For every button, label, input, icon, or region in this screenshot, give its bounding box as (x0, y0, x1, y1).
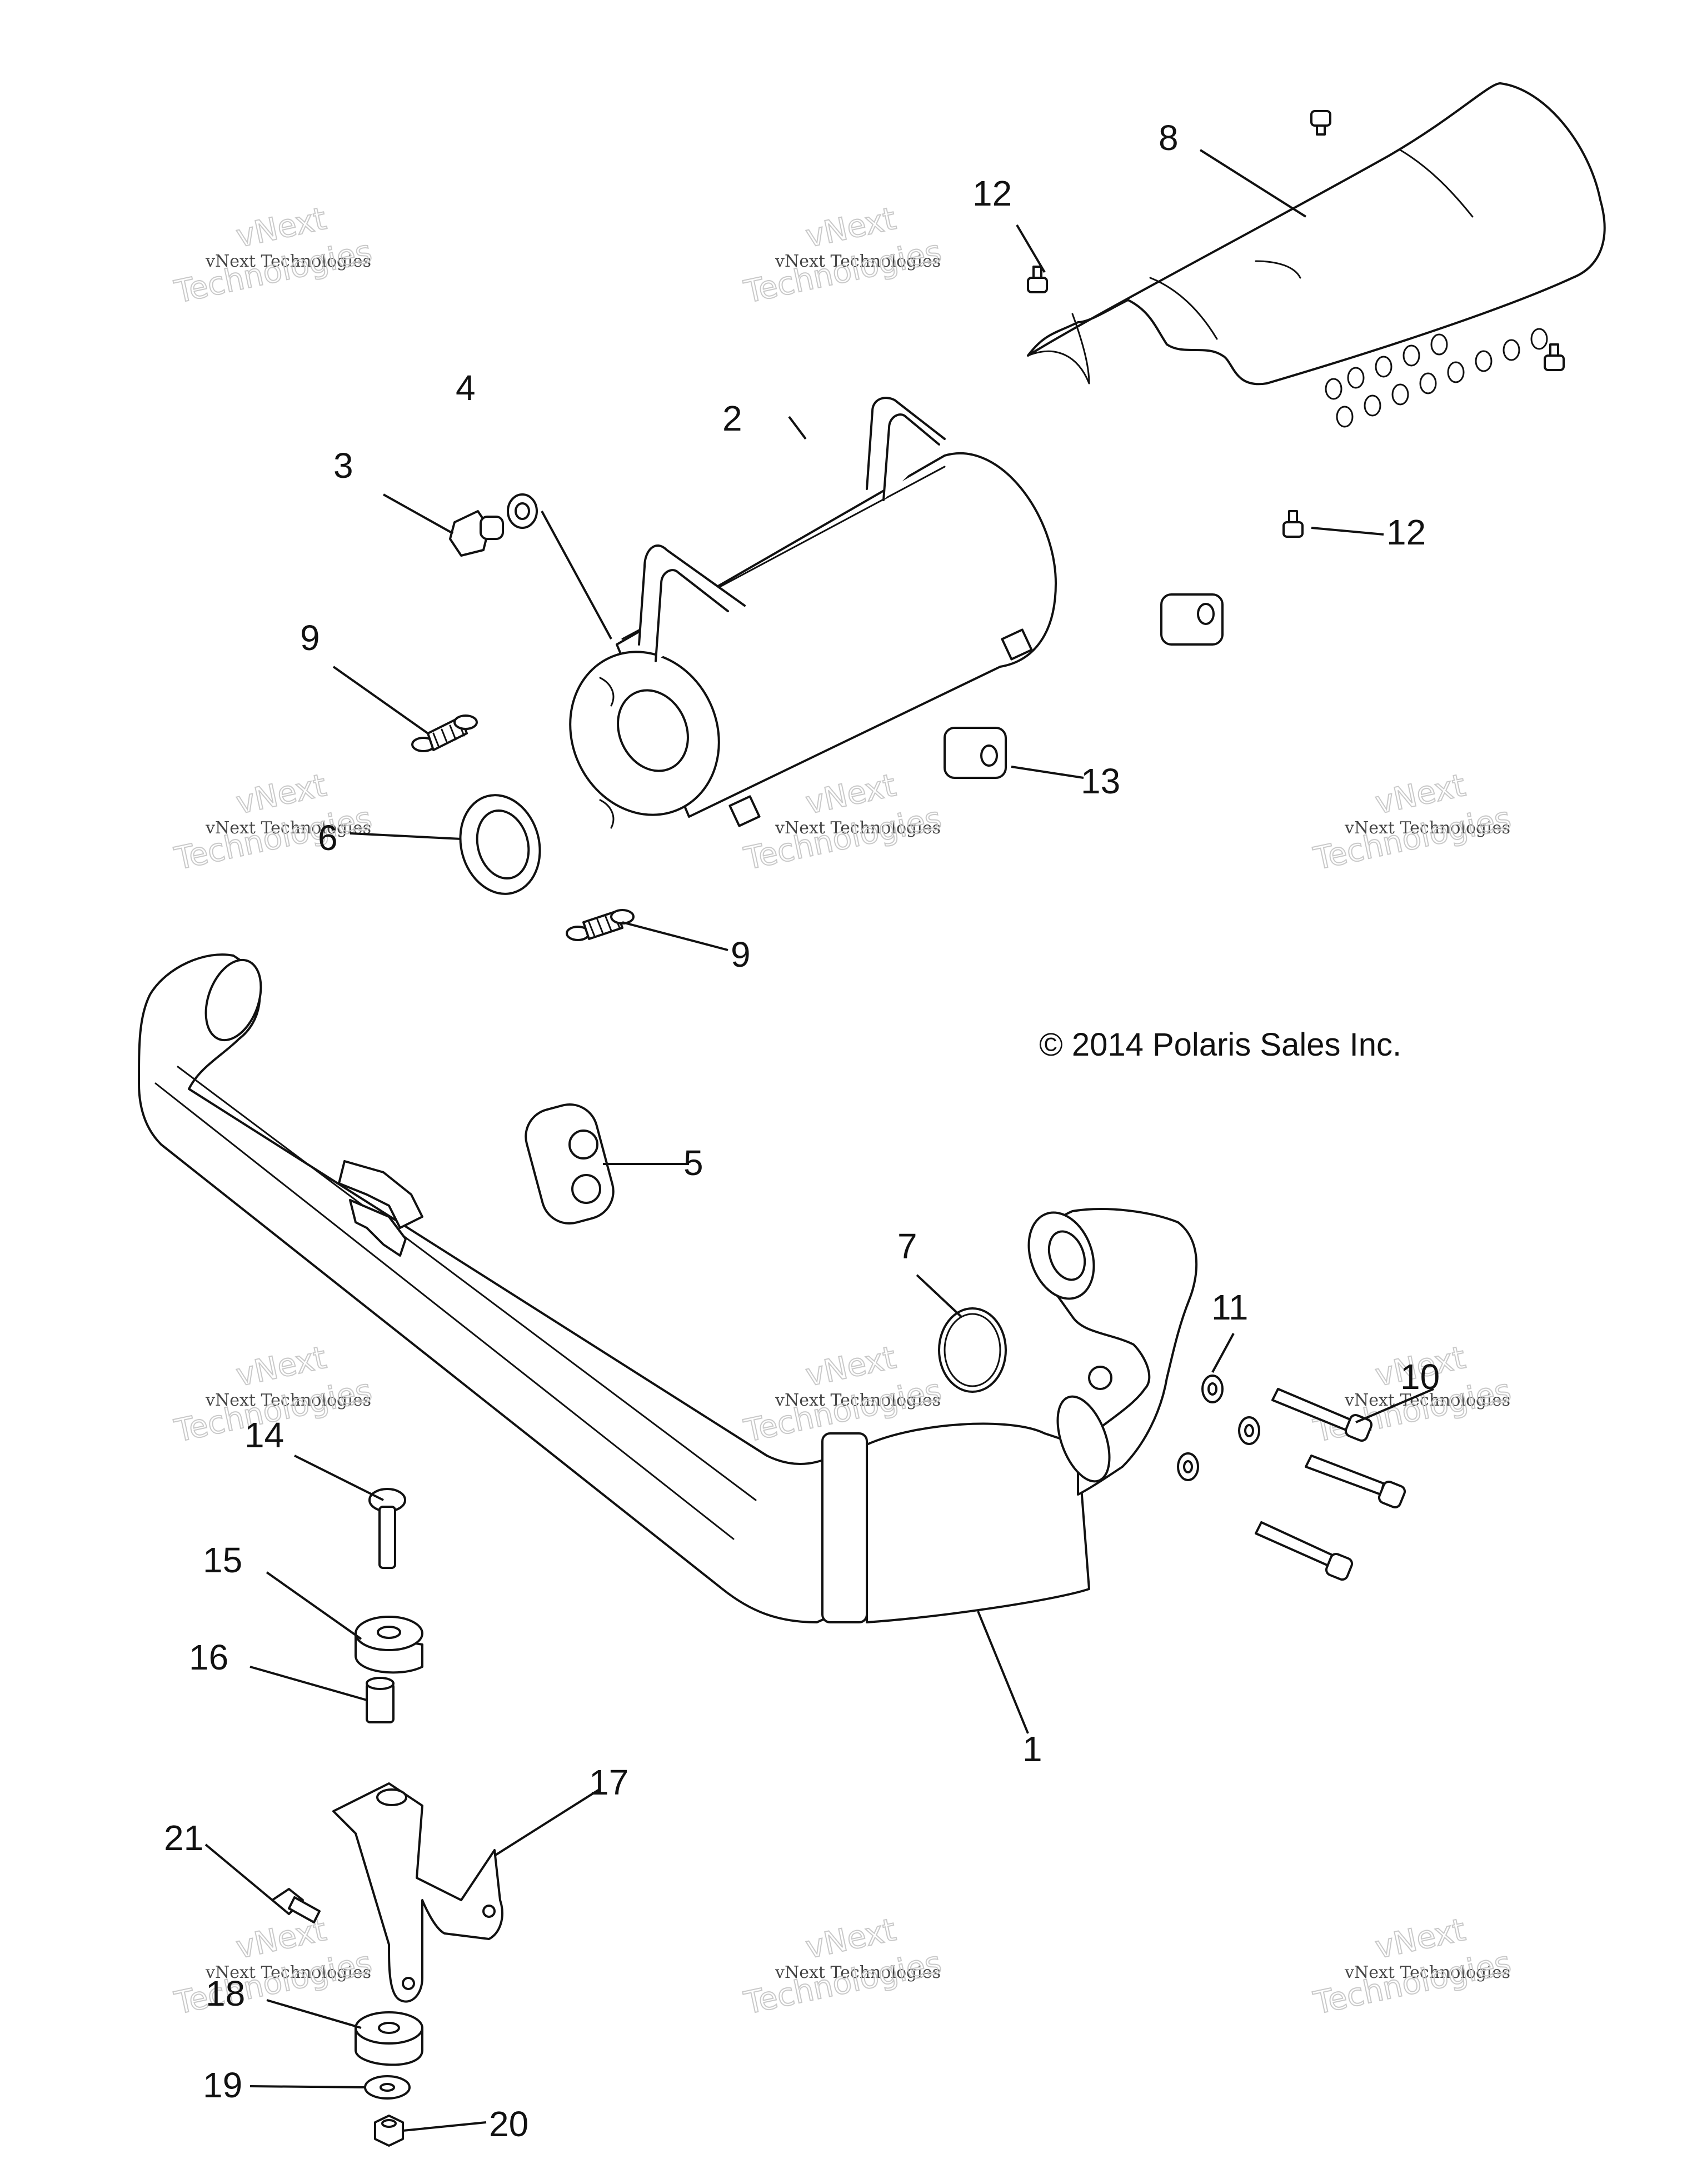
callout-17: 17 (589, 1762, 628, 1802)
watermark-line: vNext Technologies (205, 1963, 371, 1982)
callout-21: 21 (164, 1818, 203, 1858)
watermark-line: vNext Technologies (1344, 1963, 1510, 1982)
part-shield-bolts (1027, 110, 1565, 538)
part-washers-11 (1177, 1375, 1260, 1481)
callout-3: 3 (333, 446, 353, 486)
watermark-line: vNext Technologies (1344, 818, 1510, 838)
part-muffler (569, 397, 1057, 829)
callout-1: 1 (1022, 1729, 1042, 1769)
callout-11: 11 (1211, 1287, 1248, 1327)
watermark-line: vNext Technologies (205, 252, 371, 271)
part-nut-20 (374, 2115, 404, 2147)
watermark-line: vNext Technologies (205, 1391, 371, 1410)
watermark-line: vNext Technologies (775, 1963, 941, 1982)
callout-16: 16 (189, 1637, 228, 1677)
leader-lines (204, 149, 1434, 2132)
part-spring-upper (411, 714, 478, 752)
part-screw-21 (271, 1888, 321, 1923)
callout-20: 20 (489, 2104, 528, 2144)
callout-8: 8 (1159, 118, 1179, 158)
part-head-pipe (138, 953, 1198, 1623)
callout-15: 15 (203, 1540, 242, 1580)
part-grommet-13b (944, 727, 1007, 779)
part-spacer-16 (366, 1677, 395, 1723)
watermark-line: vNext Technologies (205, 818, 371, 838)
part-heat-shield (1027, 82, 1606, 428)
part-cap-screws-10 (1255, 1388, 1406, 1581)
callout-13: 13 (1081, 761, 1120, 801)
part-gasket-7 (938, 1307, 1007, 1393)
watermark-line: vNext Technologies (775, 1391, 941, 1410)
callout-labels: 2 8 12 12 3 4 9 9 6 13 5 7 11 10 1 14 15… (164, 118, 1440, 2144)
callout-10: 10 (1400, 1357, 1440, 1397)
part-isolator-5 (525, 1103, 615, 1225)
callout-19: 19 (203, 2065, 242, 2105)
watermark-line: vNext Technologies (1344, 1391, 1510, 1410)
heat-shield-holes (1325, 328, 1548, 428)
part-spring-lower (566, 909, 635, 941)
watermark-line: vNext Technologies (775, 252, 941, 271)
part-bracket-17 (332, 1782, 503, 2003)
part-grommet-15 (355, 1616, 423, 1674)
part-seal-6 (459, 794, 541, 895)
part-washer-19 (364, 2075, 411, 2100)
callout-6: 6 (318, 818, 338, 858)
part-sensor-plug (449, 510, 504, 557)
copyright-notice: © 2014 Polaris Sales Inc. (1039, 1027, 1401, 1063)
callout-2: 2 (722, 398, 742, 438)
callout-12b: 12 (1386, 512, 1426, 552)
callout-14: 14 (244, 1415, 284, 1455)
part-grommet-18 (355, 2011, 423, 2066)
part-grommet-13a (1160, 593, 1224, 646)
callout-9a: 9 (300, 618, 320, 658)
callout-7: 7 (897, 1226, 917, 1266)
callout-4: 4 (456, 368, 476, 408)
watermark-line: vNext Technologies (775, 818, 941, 838)
callout-5: 5 (683, 1143, 703, 1183)
callout-12a: 12 (972, 173, 1012, 213)
part-washer-4 (507, 493, 538, 529)
callout-9b: 9 (731, 934, 751, 974)
part-bolt-14 (368, 1488, 406, 1569)
callout-18: 18 (206, 1973, 245, 2013)
